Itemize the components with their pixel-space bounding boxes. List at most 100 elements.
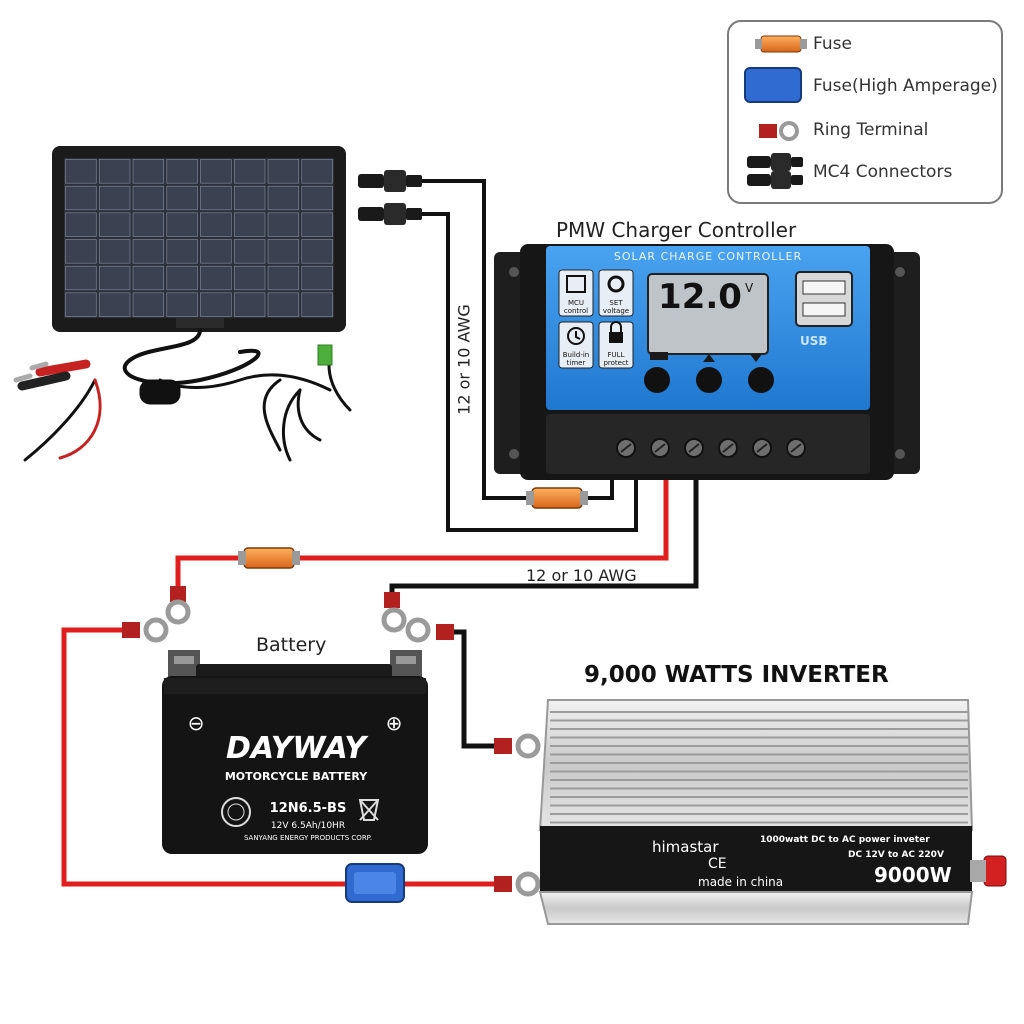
ce-mark: CE [708,856,727,872]
up-triangle-icon [703,354,715,362]
solar-cell [65,212,97,237]
solar-cell [166,159,198,184]
battery-positive-wire [175,480,669,602]
terminal-screw-slot [722,443,734,453]
lock-icon [598,321,634,369]
ring-terminal [381,592,407,633]
battery-model: 12N6.5-BS [270,801,347,816]
solar-cell [166,212,198,237]
solar-cell [301,239,333,264]
battery-subtitle: MOTORCYCLE BATTERY [225,770,368,783]
solar-cell [65,239,97,264]
icon-label: MCU [568,299,584,307]
solar-cell [267,239,300,264]
mc4-connector-upper [358,170,422,192]
mc4-connector-icon [747,153,803,189]
legend-label-fuse: Fuse [813,34,852,54]
ring-terminal [494,733,541,759]
battery-maker: SANYANG ENERGY PRODUCTS CORP. [244,834,372,842]
controller-panel-title: SOLAR CHARGE CONTROLLER [614,250,802,263]
icon-label: SET [609,299,623,307]
solar-cell [132,212,165,237]
solar-cell [166,265,198,291]
terminal-screws [616,438,806,458]
solar-cell [267,292,300,317]
solar-cell [200,159,232,184]
solar-cell [233,212,266,237]
solar-cell [233,185,266,211]
inverter-title: 9,000 WATTS INVERTER [584,662,889,688]
icon-label: control [564,307,588,315]
fuse-icon [755,35,807,53]
high-amp-fuse [345,863,405,903]
timer-icon [558,321,594,369]
solar-cell [132,292,165,317]
mcu-icon [558,269,594,317]
battery-spec: 12V 6.5Ah/10HR [271,821,345,831]
legend-label-mc4: MC4 Connectors [813,162,953,182]
solar-cell [301,265,333,291]
mc4-connector-lower [358,203,422,225]
inverter-description: 1000watt DC to AC power inveter [760,835,930,845]
ring-terminal [165,586,191,625]
pv-wire-upper [420,179,614,500]
solar-cell [200,292,232,317]
solar-cell [233,159,266,184]
icon-label: timer [567,359,586,367]
ring-terminals [122,586,541,897]
awg-label-horizontal: 12 or 10 AWG [526,566,637,585]
inverter-origin: made in china [698,875,783,889]
icon-label: protect [603,359,628,367]
solar-cell [200,239,232,264]
solar-cell [301,212,333,237]
icon-label: FULL [608,351,625,359]
battery-brand: DAYWAY [226,731,369,766]
terminal-screw-slot [756,443,768,453]
high-amp-fuse-icon [744,67,802,103]
legend-icons [744,35,807,189]
controller-title: PMW Charger Controller [556,218,797,242]
solar-cell [98,185,131,211]
charge-controller [494,244,920,480]
terminal-screw-slot [688,443,700,453]
battery-negative-symbol: ⊖ [188,711,205,735]
legend: Fuse Fuse(High Amperage) Ring Terminal M… [727,20,1003,204]
certified-seal [221,797,251,827]
accessory-cables [13,328,352,462]
solar-cell [166,239,198,264]
inverter-positive-wire [61,627,512,887]
battery-title: Battery [256,634,327,656]
solar-cell [267,212,300,237]
button-down [748,367,774,393]
icon-label: voltage [603,307,629,315]
lcd-value: 12.0 [658,277,742,317]
solar-cell [132,239,165,264]
solar-cell [65,159,97,184]
battery-positive-symbol: ⊕ [386,711,403,735]
solar-cell [98,159,131,184]
wires [61,179,699,887]
terminal-screw-slot [620,443,632,453]
solar-cell [65,292,97,317]
inverter-voltage: DC 12V to AC 220V [848,850,944,860]
solar-cell [65,185,97,211]
solar-cell [200,212,232,237]
solar-cell [98,292,131,317]
solar-cell [132,185,165,211]
ring-terminal [494,871,541,897]
legend-label-high-amp-fuse: Fuse(High Amperage) [813,76,998,96]
solar-cell [267,265,300,291]
pv-wire-lower [420,212,638,532]
button-left [644,367,670,393]
solar-cell [267,159,300,184]
battery-fuse [238,547,300,569]
solar-cell [200,185,232,211]
solar-cell [132,265,165,291]
ring-terminal [405,617,454,643]
inverter-brand: himastar [652,838,719,856]
solar-cell [301,292,333,317]
solar-cell [301,159,333,184]
solar-cell [132,159,165,184]
legend-label-ring-terminal: Ring Terminal [813,120,929,140]
